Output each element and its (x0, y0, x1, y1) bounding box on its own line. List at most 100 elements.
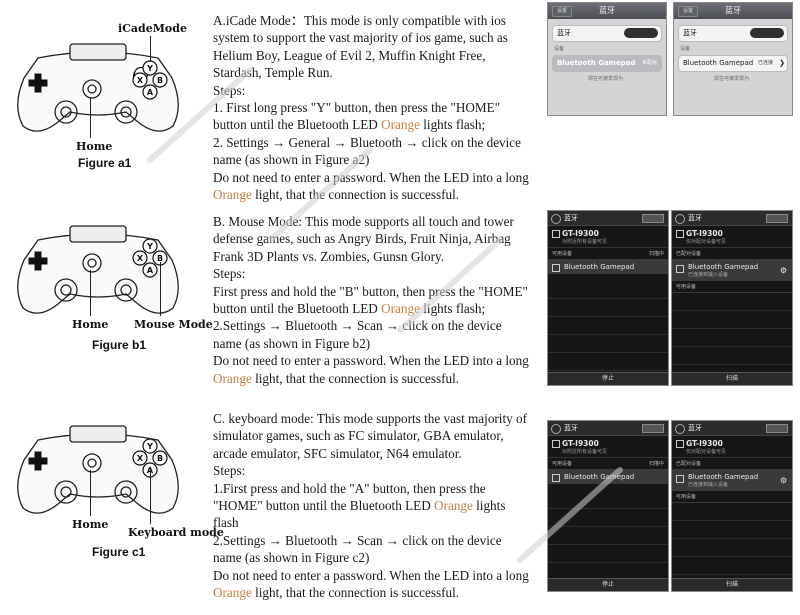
android-empty-list (672, 293, 792, 365)
svg-text:A: A (147, 88, 154, 97)
android-paired-label: 已配对设备 (672, 248, 792, 260)
android-title-bar: 蓝牙 (548, 421, 668, 436)
ios-title: 蓝牙 (599, 6, 615, 15)
ios-bluetooth-toggle[interactable] (750, 28, 784, 38)
settings-icon[interactable]: ⚙ (779, 476, 787, 485)
svg-text:Y: Y (146, 442, 153, 451)
bluetooth-icon (675, 214, 685, 224)
pointer-line-a1 (150, 36, 151, 62)
phone-icon (676, 230, 684, 238)
section-c-step2: 2.Settings → Bluetooth → Scan → click on… (213, 532, 502, 566)
section-c-text: C. keyboard mode: This mode supports the… (213, 410, 531, 601)
ios-status: 未配对 (641, 60, 657, 66)
pointer-line-home-c1 (90, 470, 91, 516)
android-gamepad-item[interactable]: Bluetooth Gamepad (548, 260, 668, 274)
section-b-step1: First press and hold the "B" button, the… (213, 283, 528, 317)
section-b-text: B. Mouse Mode: This mode supports all to… (213, 213, 531, 387)
bluetooth-switch[interactable] (766, 214, 788, 223)
android-title-bar: 蓝牙 (672, 421, 792, 436)
android-empty-list (672, 503, 792, 575)
bluetooth-switch[interactable] (642, 424, 664, 433)
section-c-steps-label: Steps: (213, 463, 246, 479)
svg-text:Y: Y (146, 64, 153, 73)
section-a-intro: A.iCade Mode：This mode is only compatibl… (213, 13, 508, 81)
label-home-a1: Home (76, 140, 113, 153)
ios-back-button[interactable]: 设置 (678, 6, 698, 17)
android-available-label: 可用设备扫描中 (548, 458, 668, 470)
pointer-line-home-b1 (90, 270, 91, 316)
ios-title: 蓝牙 (725, 6, 741, 15)
ios-bluetooth-row: 蓝牙 (678, 25, 788, 42)
section-c-intro: C. keyboard mode: This mode supports the… (213, 411, 528, 461)
label-home-c1: Home (72, 518, 109, 531)
settings-icon[interactable]: ⚙ (779, 266, 787, 275)
keyboard-icon (676, 475, 684, 483)
bluetooth-icon (675, 424, 685, 434)
phone-icon (552, 230, 560, 238)
section-a-text: A.iCade Mode：This mode is only compatibl… (213, 12, 531, 203)
svg-text:X: X (137, 76, 144, 85)
phone-icon (676, 440, 684, 448)
android-available-label: 可用设备扫描中 (548, 248, 668, 260)
android-available-label: 可用设备 (672, 281, 792, 293)
ios-hint: 现在可被发现为 (714, 76, 750, 82)
svg-text:A: A (147, 266, 154, 275)
ios-nav-bar: 设置 蓝牙 (674, 3, 792, 19)
android-gamepad-item[interactable]: Bluetooth Gamepad (548, 470, 668, 484)
figure-caption-b1: Figure b1 (92, 338, 147, 352)
svg-text:B: B (157, 454, 163, 463)
chevron-right-icon: ❯ (779, 59, 785, 67)
ios-hint: 现在可被发现为 (588, 76, 624, 82)
section-b-steps-label: Steps: (213, 266, 246, 282)
android-scan-button[interactable]: 扫描 (672, 578, 792, 591)
pointer-line-keyboard (150, 470, 151, 524)
ios-bluetooth-toggle[interactable] (624, 28, 658, 38)
svg-text:Y: Y (146, 242, 153, 251)
bluetooth-switch[interactable] (766, 424, 788, 433)
bluetooth-icon (551, 424, 561, 434)
label-keyboard-mode: Keyboard mode (128, 526, 224, 539)
android-paired-label: 已配对设备 (672, 458, 792, 470)
android-stop-button[interactable]: 停止 (548, 578, 668, 591)
bluetooth-switch[interactable] (642, 214, 664, 223)
figure-caption-c1: Figure c1 (92, 545, 146, 559)
ios-devices-label: 设备 (680, 46, 691, 52)
android-stop-button[interactable]: 停止 (548, 372, 668, 385)
section-a-step1: 1. First long press "Y" button, then pre… (213, 100, 501, 133)
android-scan-button[interactable]: 扫描 (672, 372, 792, 385)
section-a-steps-label: Steps: (213, 82, 246, 98)
ios-back-button[interactable]: 设置 (552, 6, 572, 17)
svg-text:X: X (137, 454, 144, 463)
android-empty-list (548, 281, 668, 371)
android-empty-list (548, 491, 668, 581)
section-b-step2: 2.Settings → Bluetooth → Scan → click on… (213, 318, 502, 351)
gamepad-icon (676, 265, 684, 273)
svg-text:X: X (137, 254, 144, 263)
section-a-step2: 2. Settings → General → Bluetooth → clic… (213, 134, 522, 168)
android-available-label: 可用设备 (672, 491, 792, 503)
section-b-note: Do not need to enter a password. When th… (213, 353, 529, 386)
figure-caption-a1: Figure a1 (78, 156, 132, 170)
bluetooth-icon (551, 214, 561, 224)
section-c-step1: 1.First press and hold the "A" button, t… (213, 480, 506, 531)
pointer-line-home-a1 (90, 98, 91, 138)
android-title-bar: 蓝牙 (548, 211, 668, 226)
section-a-note: Do not need to enter a password. When th… (213, 169, 529, 203)
ios-status: 已连接 (757, 60, 773, 66)
phone-icon (552, 440, 560, 448)
ios-devices-label: 设备 (554, 46, 565, 52)
